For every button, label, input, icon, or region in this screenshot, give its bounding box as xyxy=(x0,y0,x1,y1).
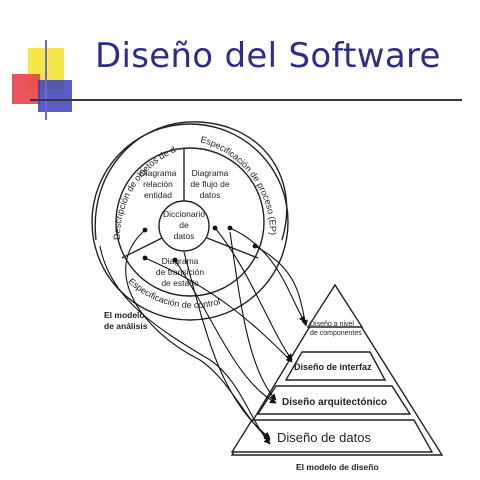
design-caption: El modelo de diseño xyxy=(296,462,379,472)
center-dictionary-line2: de xyxy=(179,220,189,230)
pyramid-level-interface xyxy=(284,351,387,381)
level-architecture: Diseño arquitectónico xyxy=(282,397,387,408)
level-data: Diseño de datos xyxy=(277,430,371,445)
arrow-process-spec-to-components xyxy=(254,245,308,327)
pyramid-level-components xyxy=(306,283,364,328)
level-components-line2: de componentes xyxy=(310,330,362,337)
analysis-outer-ring xyxy=(91,123,289,321)
analysis-middle-ring xyxy=(115,147,265,297)
arrow-dfd-to-interface xyxy=(214,227,293,361)
design-pyramid xyxy=(230,283,444,456)
outer-loop-line xyxy=(94,121,288,241)
arrow-data-objects-to-data xyxy=(99,245,271,445)
mapping-arrows xyxy=(99,227,308,445)
quadrant-er-line2: relación xyxy=(143,179,173,189)
deco-vertical-line xyxy=(45,40,47,120)
quadrant-er-line1: Diagrama xyxy=(140,168,177,178)
quadrant-dfd-line2: de flujo de xyxy=(190,179,229,189)
arrow-std-to-interface xyxy=(144,257,293,363)
analysis-caption-line1: El modelo xyxy=(104,310,145,320)
label-data-objects: Descripción de objetos de datos xyxy=(0,0,177,240)
quadrant-dfd-line1: Diagrama xyxy=(192,168,229,178)
level-components-line1: Diseño a nivel xyxy=(310,321,354,328)
quadrant-dfd-line3: datos xyxy=(200,190,221,200)
arrow-er-to-data xyxy=(125,229,271,441)
center-dictionary-line1: Diccionario xyxy=(163,209,205,219)
quadrant-er-line3: entidad xyxy=(144,190,172,200)
arrow-dfd-to-architecture xyxy=(229,231,277,401)
title-underline xyxy=(30,99,462,101)
pyramid-level-architecture xyxy=(256,385,412,415)
deco-blue-square xyxy=(38,80,72,112)
quadrant-std-line1: Diagrama xyxy=(162,256,199,266)
svg-text:Descripción de objetos de dato: Descripción de objetos de datos xyxy=(0,0,177,240)
analysis-caption-line2: de análisis xyxy=(104,321,148,331)
slide-title: Diseño del Software xyxy=(95,36,441,76)
quadrant-std-line2: de transición xyxy=(156,267,204,277)
arrow-control-spec-to-components xyxy=(229,227,306,323)
center-dictionary-line3: datos xyxy=(174,231,195,241)
pyramid-level-data xyxy=(230,419,434,453)
arrow-origins xyxy=(142,225,258,263)
quadrant-std-line3: de estado xyxy=(161,278,199,288)
analysis-model xyxy=(91,121,289,321)
quadrant-divider-left xyxy=(121,237,163,259)
pyramid-outline xyxy=(230,283,444,456)
arrow-std-to-architecture xyxy=(174,259,277,404)
level-interface: Diseño de interfaz xyxy=(294,362,372,372)
